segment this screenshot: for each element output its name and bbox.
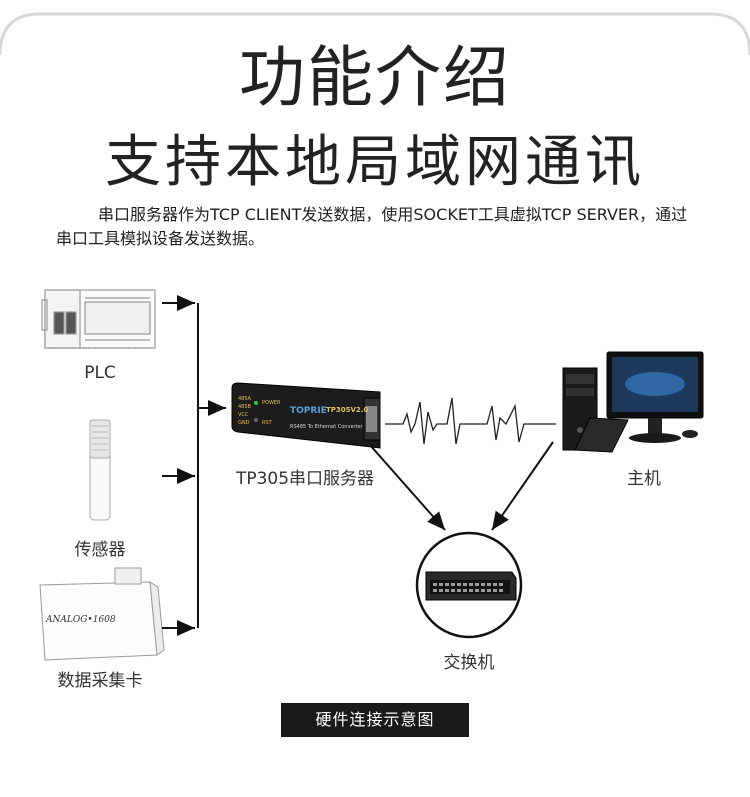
server-subtitle: RS485 To Ethernet Converter bbox=[290, 424, 364, 430]
sensor-device bbox=[89, 419, 111, 521]
plc-label: PLC bbox=[84, 363, 116, 383]
diagram-caption: 硬件连接示意图 bbox=[281, 703, 469, 737]
plc-device bbox=[41, 289, 156, 349]
daq-label: 数据采集卡 bbox=[57, 671, 143, 691]
rst-label: RST bbox=[262, 420, 273, 426]
description-text: 串口服务器作为TCP CLIENT发送数据，使用SOCKET工具虚拟TCP SE… bbox=[56, 205, 688, 248]
switch-connectors bbox=[369, 441, 554, 531]
network-switch bbox=[415, 531, 523, 639]
power-label: POWER bbox=[262, 400, 281, 406]
host-label: 主机 bbox=[627, 469, 661, 489]
led-label: 485B bbox=[238, 404, 252, 410]
daq-card-device: ANALOG•1608 bbox=[39, 567, 165, 661]
page-subtitle: 支持本地局域网通讯 bbox=[105, 130, 645, 195]
switch-label: 交换机 bbox=[443, 653, 495, 673]
led-label: 485A bbox=[238, 396, 252, 402]
sensor-label: 传感器 bbox=[74, 540, 126, 560]
daq-card-text: ANALOG•1608 bbox=[45, 615, 116, 625]
led-label: VCC bbox=[238, 412, 249, 418]
host-computer bbox=[562, 351, 704, 453]
server-label: TP305串口服务器 bbox=[235, 469, 375, 489]
server-brand: TOPRIE bbox=[290, 406, 327, 416]
page-title: 功能介绍 bbox=[239, 39, 511, 116]
signal-waveform bbox=[385, 397, 556, 445]
led-label: GND bbox=[238, 420, 250, 426]
serial-server-device: 485A 485B VCC GND POWER RST TOPRIE TP305… bbox=[231, 382, 381, 449]
left-connectors bbox=[162, 295, 226, 636]
server-model: TP305V2.0 bbox=[326, 406, 368, 414]
